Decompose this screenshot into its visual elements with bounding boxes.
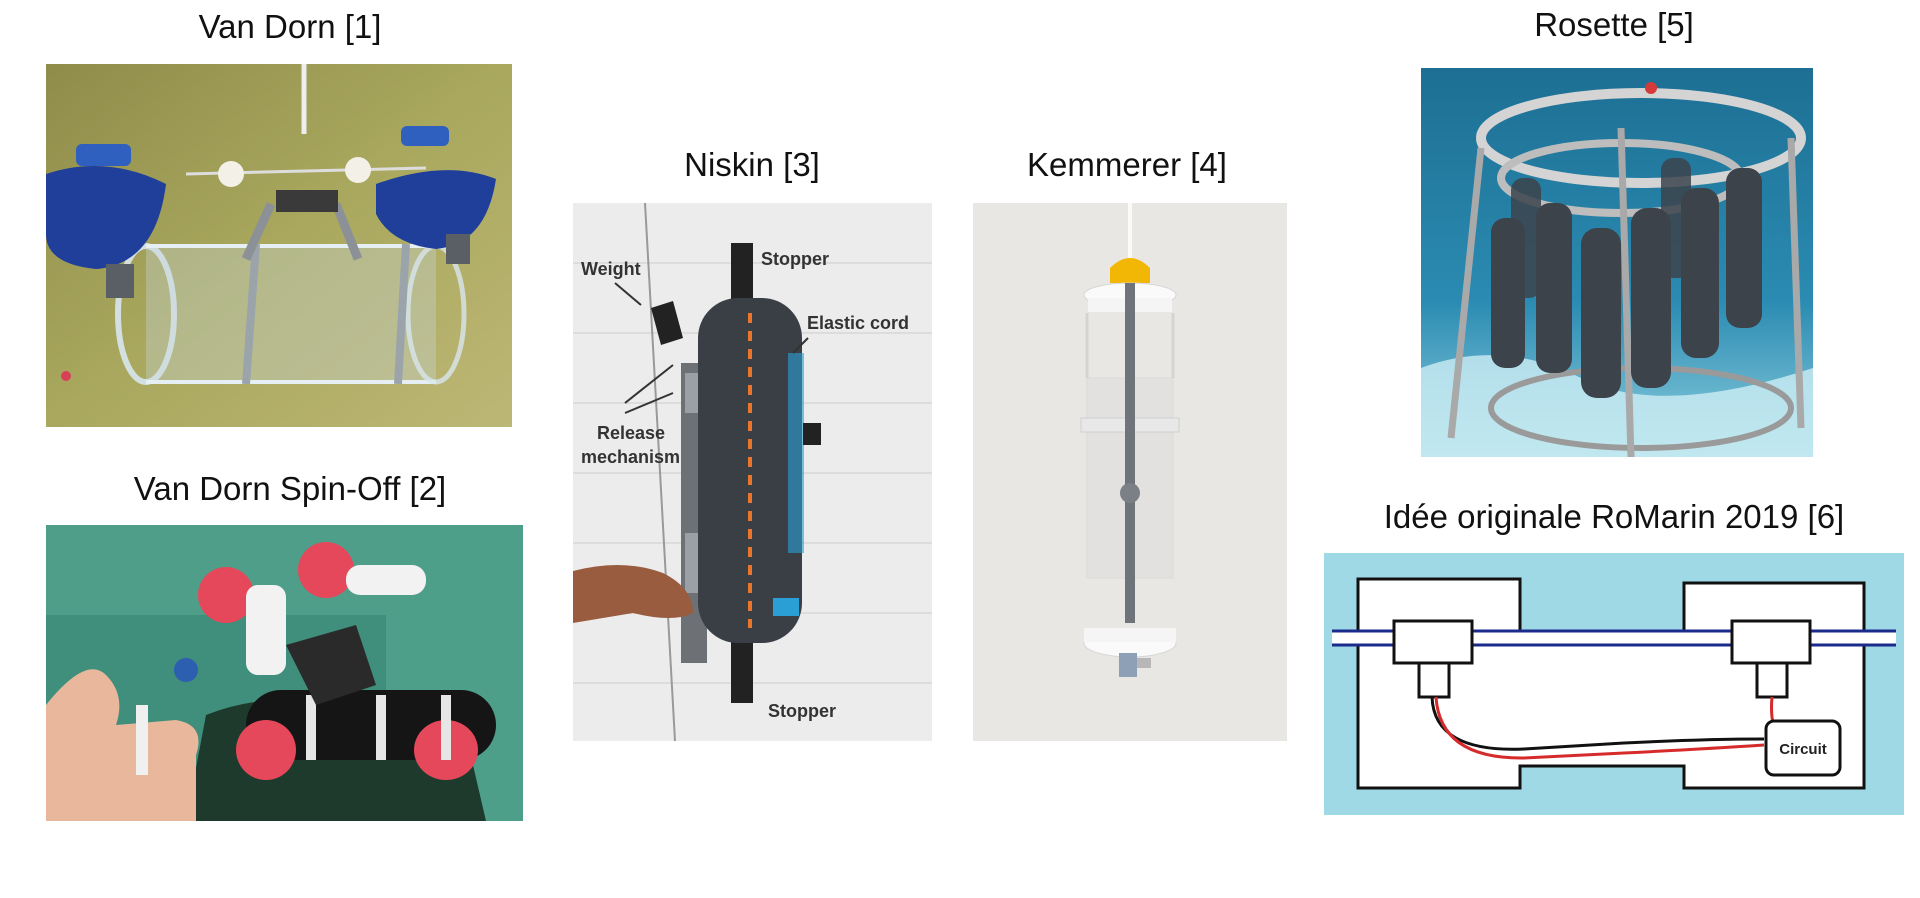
- niskin-photo: Weight Stopper Elastic cord Release mech…: [573, 203, 932, 741]
- caption-rosette: Rosette [5]: [1534, 6, 1694, 43]
- niskin-label-stopper-top: Stopper: [761, 249, 829, 269]
- niskin-label-elastic-cord: Elastic cord: [807, 313, 909, 333]
- niskin-label-release-1: Release: [597, 423, 665, 443]
- caption-van-dorn-spinoff: Van Dorn Spin-Off [2]: [133, 470, 447, 507]
- circuit-label: Circuit: [1779, 741, 1827, 758]
- van-dorn-photo: [46, 64, 512, 427]
- caption-niskin: Niskin [3]: [684, 146, 820, 183]
- rosette-photo: [1421, 68, 1813, 457]
- van-dorn-spinoff-photo: [46, 525, 523, 821]
- kemmerer-photo: [973, 203, 1287, 741]
- niskin-label-stopper-bottom: Stopper: [768, 701, 836, 721]
- caption-romarin: Idée originale RoMarin 2019 [6]: [1383, 498, 1845, 535]
- romarin-diagram: Circuit: [1324, 553, 1904, 815]
- niskin-label-weight: Weight: [581, 259, 641, 279]
- caption-kemmerer: Kemmerer [4]: [1027, 146, 1227, 183]
- caption-van-dorn: Van Dorn [1]: [198, 8, 382, 45]
- niskin-label-release-2: mechanism: [581, 447, 680, 467]
